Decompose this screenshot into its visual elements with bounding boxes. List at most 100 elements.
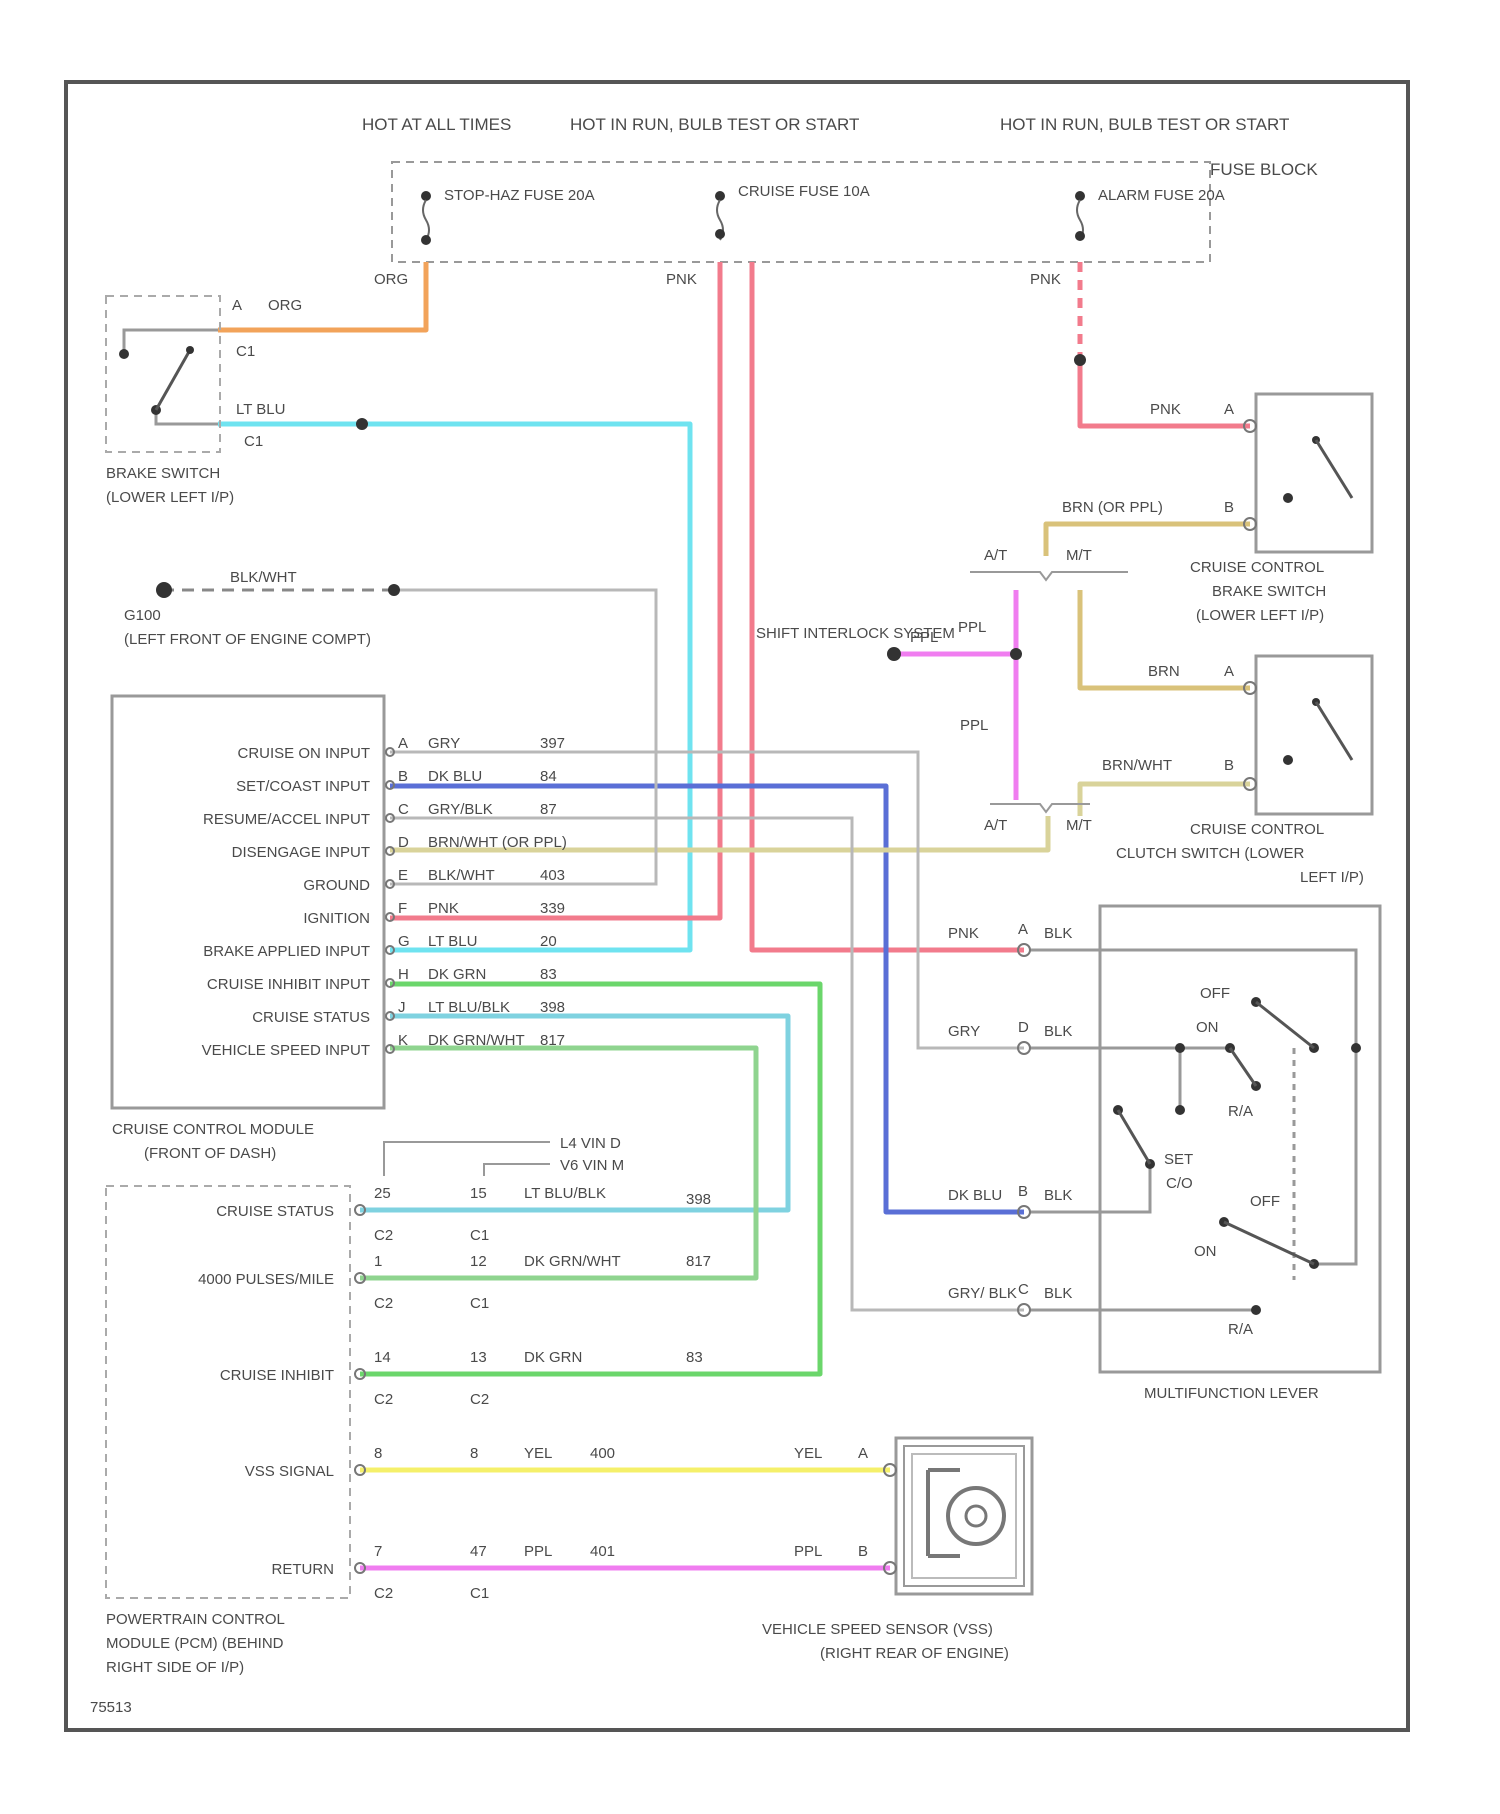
brake-switch-pin-a: A: [232, 297, 242, 314]
module-pin-row: SET/COAST INPUTBDK BLU84: [236, 768, 557, 795]
pcm-row-name: CRUISE INHIBIT: [220, 1367, 334, 1384]
clutch-switch-outline: [1256, 656, 1372, 814]
switch-contact: [119, 349, 129, 359]
mt-label-2: M/T: [1066, 817, 1092, 834]
pcm-row-circuit: 401: [590, 1543, 615, 1560]
module-pin-circuit: 83: [540, 966, 557, 983]
module-pin-letter: G: [398, 933, 410, 950]
mf-line-a: [1030, 950, 1356, 1048]
module-pin-row: BRAKE APPLIED INPUTGLT BLU20: [203, 933, 556, 960]
module-pin-letter: K: [398, 1032, 408, 1049]
brake-switch-label-1: BRAKE SWITCH: [106, 465, 220, 482]
module-pin-wire: BRN/WHT (OR PPL): [428, 834, 567, 851]
module-pin-letter: F: [398, 900, 407, 917]
vin-l4: L4 VIN D: [560, 1135, 621, 1152]
module-pin-name: BRAKE APPLIED INPUT: [203, 943, 370, 960]
pcm-row-p1: 14: [374, 1349, 391, 1366]
vss-rotor: [948, 1488, 1004, 1544]
vss-label-2: (RIGHT REAR OF ENGINE): [820, 1645, 1009, 1662]
module-pin-name: RESUME/ACCEL INPUT: [203, 811, 370, 828]
pcm-row-p1: 25: [374, 1185, 391, 1202]
module-pin-name: CRUISE INHIBIT INPUT: [207, 976, 370, 993]
pcm-row-p1: 7: [374, 1543, 382, 1560]
pcm-row-circuit: 83: [686, 1349, 703, 1366]
module-pin-letter: J: [398, 999, 406, 1016]
module-pin-circuit: 20: [540, 933, 557, 950]
pcm-row-c1: C2: [374, 1295, 393, 1312]
hot-at-all-times: HOT AT ALL TIMES: [362, 115, 511, 134]
mf-switch-arm: [1118, 1110, 1150, 1164]
alarm-fuse: ALARM FUSE 20A: [1075, 187, 1225, 241]
pcm-label-2: MODULE (PCM) (BEHIND: [106, 1635, 284, 1652]
mf-on-1: ON: [1196, 1019, 1219, 1036]
mf-node: [1351, 1043, 1361, 1053]
pcm-row-c1: C2: [374, 1391, 393, 1408]
pcm-row-p2: 15: [470, 1185, 487, 1202]
clutch-label-2: CLUTCH SWITCH (LOWER: [1116, 845, 1304, 862]
mt-label-1: M/T: [1066, 547, 1092, 564]
module-pin-name: VEHICLE SPEED INPUT: [202, 1042, 370, 1059]
module-pin-row: CRUISE STATUSJLT BLU/BLK398: [252, 999, 565, 1026]
pcm-label-1: POWERTRAIN CONTROL: [106, 1611, 285, 1628]
mf-pin-letter: D: [1018, 1019, 1029, 1036]
brake-switch-wire-top: [124, 330, 218, 354]
cc-brake-label-3: (LOWER LEFT I/P): [1196, 607, 1324, 624]
mf-outline: [1100, 906, 1380, 1372]
module-pin-row: CRUISE INHIBIT INPUTHDK GRN83: [207, 966, 557, 993]
mf-pin-letter: B: [1018, 1183, 1028, 1200]
module-pin-letter: C: [398, 801, 409, 818]
stop-haz-fuse-label: STOP-HAZ FUSE 20A: [444, 187, 595, 204]
module-pin-circuit: 403: [540, 867, 565, 884]
vss-pin-a: A: [858, 1445, 868, 1462]
module-pin-name: CRUISE STATUS: [252, 1009, 370, 1026]
module-pin-wire: DK BLU: [428, 768, 482, 785]
mf-pin-wire-out: BLK: [1044, 1285, 1072, 1302]
at-mt-bracket-bottom: [990, 804, 1090, 812]
module-pin-name: GROUND: [303, 877, 370, 894]
pcm-label-3: RIGHT SIDE OF I/P): [106, 1659, 244, 1676]
wire-org-fuse-label: ORG: [374, 271, 408, 288]
mf-switch-arm: [1224, 1222, 1314, 1264]
splice: [1010, 648, 1022, 660]
mf-off-1: OFF: [1200, 985, 1230, 1002]
wires: [218, 262, 1250, 1568]
vss-pin-b: B: [858, 1543, 868, 1560]
multifunction-lever: MULTIFUNCTION LEVER OFF ON R/A SET C: [1030, 906, 1380, 1402]
interlock-wire-3: PPL: [960, 717, 988, 734]
module-pin-name: SET/COAST INPUT: [236, 778, 370, 795]
clutch-pin-a: A: [1224, 663, 1234, 680]
ground-g100: BLK/WHT G100 (LEFT FRONT OF ENGINE COMPT…: [124, 569, 400, 648]
pcm-row-circuit: 817: [686, 1253, 711, 1270]
ground-id: G100: [124, 607, 161, 624]
at-label-1: A/T: [984, 547, 1007, 564]
mf-set: SET: [1164, 1151, 1193, 1168]
pcm-row: CRUISE INHIBIT14C213C2DK GRN83: [220, 1349, 703, 1408]
module-pin-wire: BLK/WHT: [428, 867, 495, 884]
pcm-row-circuit: 398: [686, 1191, 711, 1208]
pcm-row-name: VSS SIGNAL: [245, 1463, 334, 1480]
switch-contact: [1283, 493, 1293, 503]
module-pin-circuit: 339: [540, 900, 565, 917]
mf-pin-letter: C: [1018, 1281, 1029, 1298]
fuse-terminal-top: [715, 191, 725, 201]
module-label-1: CRUISE CONTROL MODULE: [112, 1121, 314, 1138]
cc-brake-wire-a: PNK: [1150, 401, 1181, 418]
clutch-label-1: CRUISE CONTROL: [1190, 821, 1324, 838]
pcm-row-p2: 47: [470, 1543, 487, 1560]
hot-in-run-2: HOT IN RUN, BULB TEST OR START: [1000, 115, 1289, 134]
module-pin-name: IGNITION: [303, 910, 370, 927]
pcm-outline: [106, 1186, 350, 1598]
pcm-row-c2: C1: [470, 1585, 489, 1602]
mf-switch-arm: [1256, 1002, 1314, 1048]
figure-id: 75513: [90, 1699, 132, 1716]
wire-brn-wht: [1080, 784, 1250, 816]
vin-leader-l4: [384, 1142, 550, 1176]
stop-haz-fuse: STOP-HAZ FUSE 20A: [421, 187, 595, 245]
vin-leader-v6: [484, 1164, 550, 1176]
mf-internal: [1030, 950, 1356, 1310]
hot-in-run-1: HOT IN RUN, BULB TEST OR START: [570, 115, 859, 134]
